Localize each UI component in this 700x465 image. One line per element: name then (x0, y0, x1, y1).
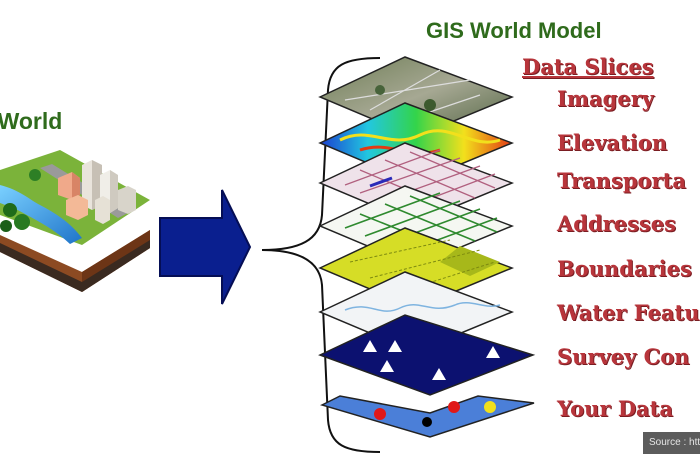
survey-marker-icon (432, 368, 446, 380)
layer-label-survey-control: Survey Con (557, 344, 690, 369)
data-slices-heading: Data Slices (522, 54, 654, 79)
layer-label-imagery: Imagery (557, 86, 654, 111)
survey-marker-icon (363, 340, 377, 352)
river (0, 185, 82, 244)
data-point-red (448, 401, 460, 413)
survey-marker-icon (486, 346, 500, 358)
tree (0, 220, 12, 232)
layer-survey-control (318, 314, 536, 396)
layer-label-addresses: Addresses (557, 211, 676, 236)
buildings (58, 160, 136, 224)
tree (29, 169, 41, 181)
layer-imagery (318, 56, 515, 138)
layer-label-elevation: Elevation (557, 130, 668, 155)
arrow-right-icon (159, 189, 252, 305)
source-badge: Source : htt (643, 432, 700, 454)
real-world-title: al World (0, 108, 63, 134)
layer-your-data (319, 395, 535, 438)
layer-label-water-features: Water Featu (557, 300, 700, 325)
survey-marker-icon (380, 360, 394, 372)
tree (14, 214, 30, 230)
real-world-block (0, 150, 150, 292)
data-point-yellow (484, 401, 496, 413)
gis-world-model-title: GIS World Model (426, 18, 602, 43)
survey-marker-icon (388, 340, 402, 352)
layer-label-your-data: Your Data (557, 396, 673, 421)
layer-label-boundaries: Boundaries (557, 256, 692, 281)
tree (3, 203, 17, 217)
layer-label-transportation: Transporta (557, 168, 686, 193)
bedrock-layer (0, 240, 150, 292)
data-point-red (374, 408, 386, 420)
curly-brace (261, 57, 381, 453)
data-point-black (422, 417, 432, 427)
